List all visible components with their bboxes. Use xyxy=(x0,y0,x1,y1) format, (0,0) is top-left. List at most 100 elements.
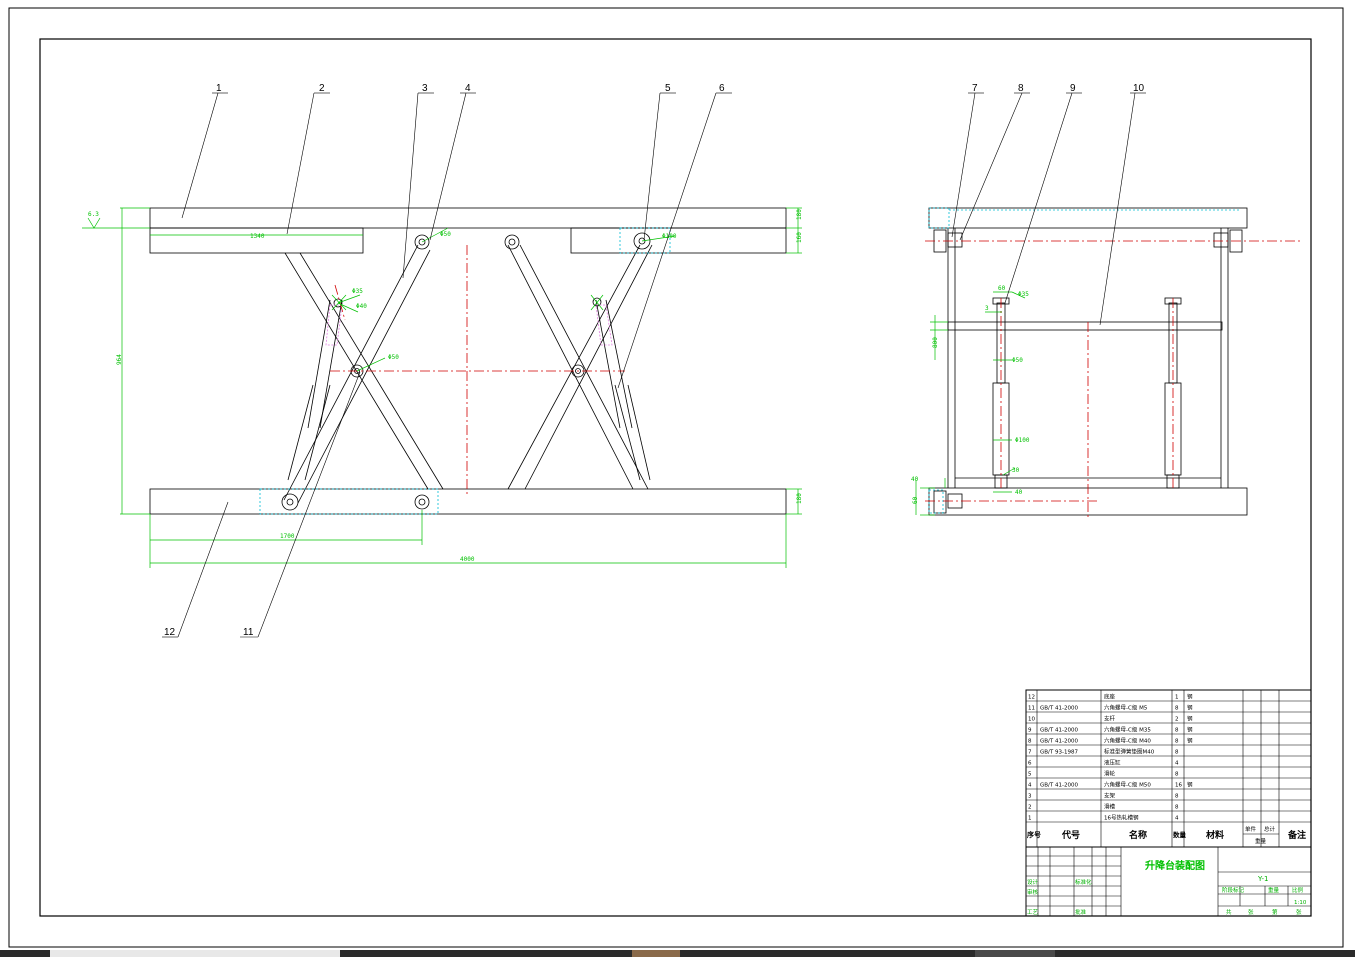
parts-cell-name: 16号热轧槽钢 xyxy=(1104,814,1139,822)
side-dim-4: Φ100 xyxy=(1015,437,1030,444)
drawing-number: Y-1 xyxy=(1257,875,1268,883)
parts-header: 序号 代号 名称 数量 材料 单件 总计 重量 备注 xyxy=(1026,825,1306,845)
front-leaders xyxy=(162,92,732,638)
side-dim-8: 60 xyxy=(912,496,919,504)
parts-cell-no: 1 xyxy=(1028,816,1032,822)
taskbar-item-2[interactable] xyxy=(632,950,680,957)
parts-cell-qty: 4 xyxy=(1175,816,1179,822)
parts-cell-name: 滑槽 xyxy=(1104,803,1116,811)
parts-cell-no: 12 xyxy=(1028,695,1035,701)
hdr-unit: 单件 xyxy=(1245,825,1257,833)
drawing-scale: 1:10 xyxy=(1294,900,1307,906)
parts-cell-code: GB/T 41-2000 xyxy=(1040,706,1078,712)
parts-cell-code: GB/T 41-2000 xyxy=(1040,728,1078,734)
parts-cell-mat: 钢 xyxy=(1187,715,1193,723)
parts-cell-qty: 8 xyxy=(1175,772,1179,778)
side-hatch xyxy=(928,207,1240,514)
sheet-unit-2: 张 xyxy=(1296,908,1302,916)
callout-6: 6 xyxy=(719,83,725,94)
dim-roughness: 6.3 xyxy=(88,211,99,218)
dim-h-top: 180 xyxy=(796,209,803,220)
parts-cell-mat: 钢 xyxy=(1187,704,1193,712)
hdr-weight: 重量 xyxy=(1255,837,1267,845)
base-beam xyxy=(149,488,787,515)
parts-cell-name: 滑轮 xyxy=(1104,770,1116,778)
parts-cell-qty: 2 xyxy=(1175,717,1179,723)
parts-cell-no: 8 xyxy=(1028,739,1032,745)
parts-cell-name: 支架 xyxy=(1104,792,1116,800)
side-dim-1: 60 xyxy=(998,285,1006,292)
parts-cell-mat: 钢 xyxy=(1187,726,1193,734)
left-slide-rail xyxy=(149,227,364,254)
sheet-no: 第 xyxy=(1272,908,1278,916)
front-dimensions xyxy=(82,207,802,568)
parts-cell-name: 底座 xyxy=(1104,693,1116,701)
taskbar xyxy=(0,950,1355,957)
parts-cell-qty: 8 xyxy=(1175,794,1179,800)
callout-4: 4 xyxy=(465,83,471,94)
parts-cell-name: 六角螺母-C级 M5 xyxy=(1104,704,1148,712)
title-block xyxy=(1025,689,1312,917)
dim-height: 964 xyxy=(116,354,123,365)
side-top-plate xyxy=(928,207,1248,229)
callout-10: 10 xyxy=(1133,83,1145,94)
support-rod xyxy=(947,321,1223,331)
parts-cell-name: 标准型弹簧垫圈M40 xyxy=(1104,748,1155,756)
front-view xyxy=(149,207,787,515)
parts-cell-no: 6 xyxy=(1028,761,1032,767)
hdr-remark: 备注 xyxy=(1287,829,1306,841)
side-dim-9: 40 xyxy=(1015,489,1023,496)
hdr-qty: 数量 xyxy=(1173,830,1187,839)
parts-cell-qty: 16 xyxy=(1175,783,1182,789)
signoff-review: 审核 xyxy=(1027,888,1039,896)
signoff-approve: 批准 xyxy=(1075,908,1087,916)
parts-cell-qty: 8 xyxy=(1175,728,1179,734)
front-hatch xyxy=(259,227,671,515)
callout-11: 11 xyxy=(243,627,254,638)
hdr-no: 序号 xyxy=(1026,830,1041,839)
callout-12: 12 xyxy=(164,627,176,638)
taskbar-item-3[interactable] xyxy=(975,950,1055,957)
parts-cell-code: GB/T 41-2000 xyxy=(1040,739,1078,745)
parts-cell-mat: 钢 xyxy=(1187,693,1193,701)
parts-cell-no: 5 xyxy=(1028,772,1032,778)
top-platform xyxy=(149,207,787,229)
drawing-title: 升降台装配图 xyxy=(1145,859,1205,872)
callout-2: 2 xyxy=(319,83,325,94)
dimension-texts: 6.3 1340 1700 4000 964 180 160 180 Φ50 Φ… xyxy=(88,209,1030,563)
stage-scale: 比例 xyxy=(1292,886,1304,894)
dim-pin-a: Φ50 xyxy=(440,231,451,238)
sheet-unit-1: 张 xyxy=(1248,908,1254,916)
callout-1: 1 xyxy=(216,83,222,94)
parts-cell-code: GB/T 41-2000 xyxy=(1040,783,1078,789)
signoff-block: 设计 标准化 审核 工艺 批准 阶段标记 重量 比例 共 张 第 张 xyxy=(1027,878,1304,916)
side-leaders xyxy=(951,92,1146,326)
parts-cell-no: 2 xyxy=(1028,805,1032,811)
callout-labels: 1 2 3 4 5 6 11 12 7 8 9 10 xyxy=(164,83,1145,638)
dim-overall-len: 4000 xyxy=(460,556,475,563)
parts-cell-qty: 1 xyxy=(1175,695,1179,701)
signoff-std: 标准化 xyxy=(1075,878,1092,886)
parts-cell-name: 六角螺母-C级 M40 xyxy=(1104,737,1151,745)
parts-cell-qty: 8 xyxy=(1175,750,1179,756)
side-dim-2: Φ35 xyxy=(1018,291,1029,298)
side-dim-5: 800 xyxy=(932,337,939,348)
parts-cell-name: 六角螺母-C级 M50 xyxy=(1104,781,1151,789)
parts-cell-no: 9 xyxy=(1028,728,1032,734)
parts-cell-qty: 4 xyxy=(1175,761,1179,767)
side-dimensions xyxy=(915,291,1026,516)
parts-cell-name: 六角螺母-C级 M35 xyxy=(1104,726,1151,734)
front-centerlines xyxy=(330,245,625,495)
hdr-code: 代号 xyxy=(1061,829,1080,841)
parts-cell-qty: 8 xyxy=(1175,706,1179,712)
outer-border xyxy=(8,7,1344,948)
dim-pin-c: Φ35 xyxy=(352,288,363,295)
signoff-process: 工艺 xyxy=(1027,909,1039,916)
side-dim-3: Φ50 xyxy=(1012,357,1023,364)
taskbar-item-1[interactable] xyxy=(50,950,340,957)
parts-cell-qty: 8 xyxy=(1175,739,1179,745)
side-dim-6: 40 xyxy=(911,476,919,483)
callout-9: 9 xyxy=(1070,83,1076,94)
hdr-name: 名称 xyxy=(1129,829,1147,841)
